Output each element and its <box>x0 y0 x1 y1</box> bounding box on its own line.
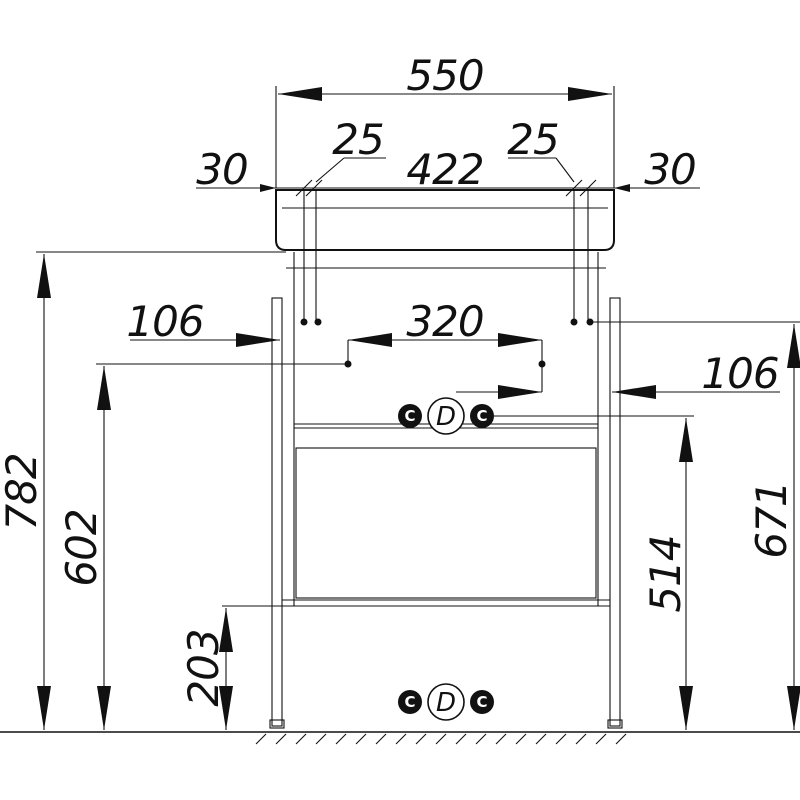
drain-connector-upper-icon <box>427 397 465 435</box>
hatch-line <box>575 733 587 745</box>
hatch-line <box>335 733 347 745</box>
hatch-line <box>495 733 507 745</box>
label-514: 514 <box>641 535 690 612</box>
label-550: 550 <box>406 51 483 100</box>
hatch-line <box>455 733 467 745</box>
hatch-line <box>615 733 627 745</box>
dimension-row-top: 30 25 422 25 30 <box>196 115 700 197</box>
label-25-right: 25 <box>507 115 558 164</box>
label-671: 671 <box>747 481 796 558</box>
drain-connector-lower-label: D <box>436 688 456 718</box>
label-203: 203 <box>179 629 228 706</box>
supply-pipes <box>300 190 594 326</box>
hatch-line <box>395 733 407 745</box>
hatch-line <box>355 733 367 745</box>
hatch-line <box>515 733 527 745</box>
dimension-671: 671 <box>592 321 800 730</box>
drain-connector-lower-icon <box>427 683 465 721</box>
dimension-550: 550 <box>275 51 615 188</box>
lower-connectors: C D C <box>398 683 494 721</box>
upper-connectors: C D C <box>398 397 494 435</box>
hatch-line <box>315 733 327 745</box>
cold-connector-lower-label: C <box>404 693 415 711</box>
hatch-line <box>255 733 267 745</box>
hatch-line <box>535 733 547 745</box>
label-422: 422 <box>406 145 483 194</box>
dimension-row-middle: 106 320 <box>126 297 546 392</box>
hot-connector-upper-label: C <box>476 407 487 425</box>
drain-connector-upper-label: D <box>436 402 456 432</box>
hot-connector-lower-label: C <box>476 693 487 711</box>
cold-connector-upper-label: C <box>404 407 415 425</box>
basin <box>275 189 615 251</box>
dimension-106-right: 106 <box>456 349 780 399</box>
hatch-line <box>435 733 447 745</box>
label-602: 602 <box>57 509 106 586</box>
hatch-line <box>375 733 387 745</box>
label-106-right: 106 <box>701 349 778 398</box>
dimension-602: 602 <box>57 363 348 730</box>
cold-connector-lower-icon <box>398 690 422 714</box>
label-106-left: 106 <box>126 297 203 346</box>
dimension-203: 203 <box>179 605 282 730</box>
hatch-line <box>595 733 607 745</box>
floor <box>0 731 800 745</box>
hatch-line <box>415 733 427 745</box>
label-30-right: 30 <box>644 145 695 194</box>
label-782: 782 <box>0 453 46 530</box>
hot-connector-lower-icon <box>470 690 494 714</box>
hot-connector-upper-icon <box>470 404 494 428</box>
hatch-line <box>295 733 307 745</box>
vanity-cabinet <box>269 252 623 729</box>
hatch-line <box>475 733 487 745</box>
hatch-line <box>555 733 567 745</box>
dimension-782: 782 <box>0 251 286 730</box>
dimension-514: 514 <box>494 415 694 730</box>
hatch-line <box>275 733 287 745</box>
floor-hatching <box>255 733 627 745</box>
cold-connector-upper-icon <box>398 404 422 428</box>
label-25-left: 25 <box>332 115 383 164</box>
label-30-left: 30 <box>196 145 247 194</box>
label-320: 320 <box>406 297 483 346</box>
